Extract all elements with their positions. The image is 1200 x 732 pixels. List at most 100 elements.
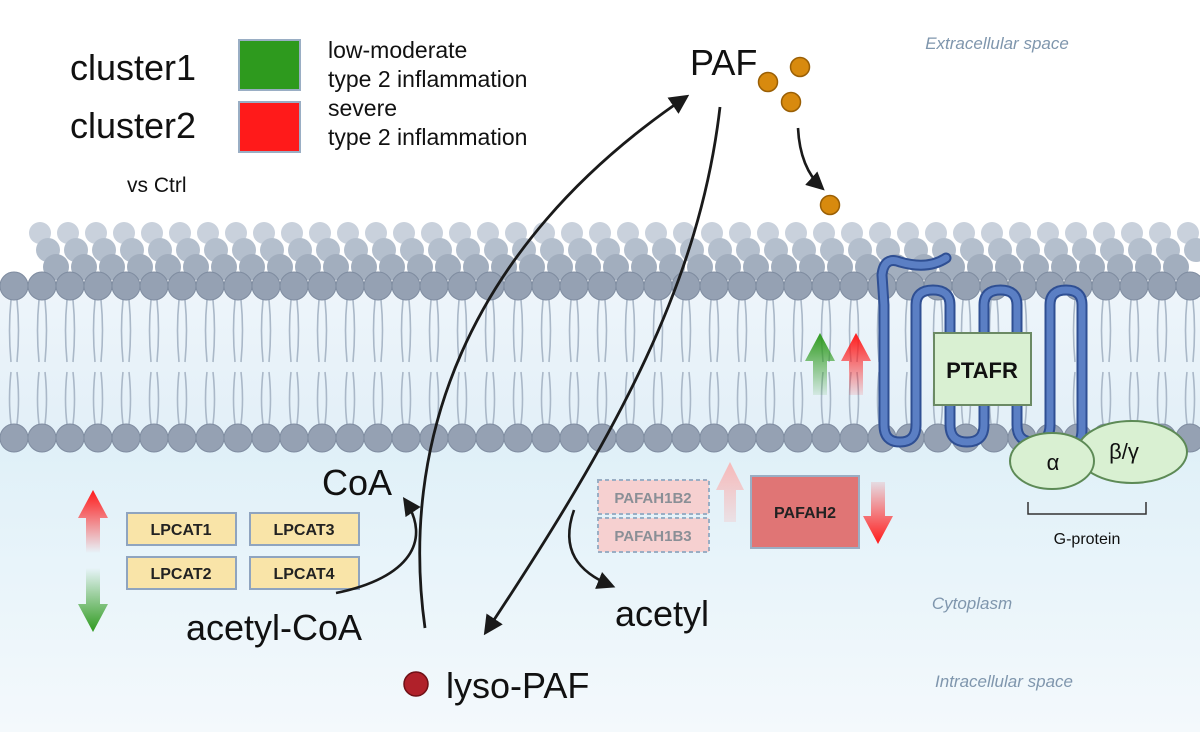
lipid-head-back bbox=[183, 254, 209, 280]
lipid-head-top bbox=[643, 271, 673, 301]
lipid-tail bbox=[120, 299, 124, 363]
up-arrow-lpcat-cluster2 bbox=[78, 490, 108, 553]
lipid-head-back bbox=[659, 254, 685, 280]
lipid-tail bbox=[632, 299, 636, 363]
lipid-head-back bbox=[1184, 238, 1200, 262]
lipid-head-back bbox=[407, 254, 433, 280]
lipid-tail bbox=[1192, 371, 1196, 425]
lipid-head-back bbox=[519, 254, 545, 280]
paf-particles bbox=[757, 56, 841, 216]
lipid-tail bbox=[576, 299, 580, 363]
lipid-tail bbox=[260, 299, 264, 363]
lipid-head-back bbox=[239, 254, 265, 280]
lipid-tail bbox=[744, 371, 748, 425]
lipid-tail bbox=[408, 299, 412, 363]
lipid-tail bbox=[36, 299, 40, 363]
legend-cluster1-label: cluster1 bbox=[70, 47, 196, 88]
lipid-tail bbox=[548, 371, 552, 425]
legend-cluster2-line1: severe bbox=[328, 95, 397, 121]
lipid-tail bbox=[400, 371, 404, 425]
lipid-head-back bbox=[71, 254, 97, 280]
lipid-tail bbox=[128, 371, 132, 425]
lipid-tail bbox=[324, 371, 328, 425]
paf-particle bbox=[780, 91, 802, 113]
label-intracellular-space: Intracellular space bbox=[935, 672, 1073, 691]
lipid-head-top bbox=[0, 271, 29, 301]
lipid-tail bbox=[1072, 299, 1076, 363]
lipid-head-bottom bbox=[671, 423, 701, 453]
lipid-head-top bbox=[195, 271, 225, 301]
lipid-head-top bbox=[503, 271, 533, 301]
lipid-tail bbox=[604, 299, 608, 363]
lipid-tail bbox=[156, 371, 160, 425]
lipid-head-bottom bbox=[167, 423, 197, 453]
lipid-tail bbox=[660, 299, 664, 363]
lipid-tail bbox=[520, 371, 524, 425]
lipid-tail bbox=[680, 371, 684, 425]
pafah-group: PAFAH1B2 PAFAH1B3 PAFAH2 bbox=[597, 462, 893, 553]
lipid-tail bbox=[380, 371, 384, 425]
lipid-tail bbox=[624, 299, 628, 363]
lipid-head-bottom bbox=[195, 423, 225, 453]
lipid-tail bbox=[128, 299, 132, 363]
lipid-head-back bbox=[435, 254, 461, 280]
lipid-tail bbox=[204, 299, 208, 363]
lipid-tail bbox=[660, 371, 664, 425]
lipid-tail bbox=[120, 371, 124, 425]
lipid-tail bbox=[716, 371, 720, 425]
lipid-head-back bbox=[267, 254, 293, 280]
lipid-tail bbox=[92, 371, 96, 425]
lipid-head-back bbox=[491, 254, 517, 280]
lipid-tail bbox=[148, 371, 152, 425]
lipid-tail bbox=[772, 371, 776, 425]
lipid-head-bottom bbox=[503, 423, 533, 453]
lipid-tail bbox=[268, 371, 272, 425]
lipid-head-back bbox=[127, 254, 153, 280]
label-cytoplasm: Cytoplasm bbox=[932, 594, 1012, 613]
lipid-head-back bbox=[743, 254, 769, 280]
lipid-tail bbox=[16, 371, 20, 425]
up-arrow-cluster1 bbox=[805, 333, 835, 395]
lipid-tail bbox=[540, 299, 544, 363]
lipid-tail bbox=[380, 299, 384, 363]
lipid-tail bbox=[800, 371, 804, 425]
lipid-tail bbox=[44, 299, 48, 363]
lipid-tail bbox=[548, 299, 552, 363]
lipid-tail bbox=[176, 371, 180, 425]
lipid-tail bbox=[1164, 371, 1168, 425]
lipid-head-bottom bbox=[391, 423, 421, 453]
ptafr-regulation-arrows bbox=[805, 333, 871, 395]
lipid-head-top bbox=[587, 271, 617, 301]
lipid-head-top bbox=[167, 271, 197, 301]
enzyme-box-lpcat2 bbox=[126, 556, 237, 590]
lipid-head-bottom bbox=[531, 423, 561, 453]
lipid-tail bbox=[596, 371, 600, 425]
lipid-head-top bbox=[559, 271, 589, 301]
lipid-head-top bbox=[55, 271, 85, 301]
lipid-tail bbox=[240, 371, 244, 425]
lipid-head-back bbox=[995, 254, 1021, 280]
lipid-tail bbox=[736, 371, 740, 425]
lipid-head-top bbox=[1091, 271, 1121, 301]
lipid-tail bbox=[436, 299, 440, 363]
lipid-head-back bbox=[631, 254, 657, 280]
lipid-tail bbox=[428, 299, 432, 363]
lipid-tail bbox=[792, 371, 796, 425]
legend-vs-ctrl: vs Ctrl bbox=[127, 174, 187, 197]
lipid-head-top bbox=[307, 271, 337, 301]
lipid-tail bbox=[232, 371, 236, 425]
lipid-head-bottom bbox=[643, 423, 673, 453]
lipid-head-back bbox=[323, 254, 349, 280]
lipid-head-top bbox=[727, 271, 757, 301]
lipid-head-back bbox=[687, 254, 713, 280]
lipid-head-top bbox=[335, 271, 365, 301]
lipid-tail bbox=[576, 371, 580, 425]
lpcat-group: LPCAT1 LPCAT2 LPCAT3 LPCAT4 bbox=[78, 490, 360, 632]
lipid-tail bbox=[44, 371, 48, 425]
lipid-tail bbox=[1136, 371, 1140, 425]
lipid-head-back bbox=[1107, 254, 1133, 280]
lipid-tail bbox=[904, 299, 908, 363]
lipid-head-top bbox=[811, 271, 841, 301]
lipid-head-top bbox=[363, 271, 393, 301]
lipid-head-bottom bbox=[475, 423, 505, 453]
